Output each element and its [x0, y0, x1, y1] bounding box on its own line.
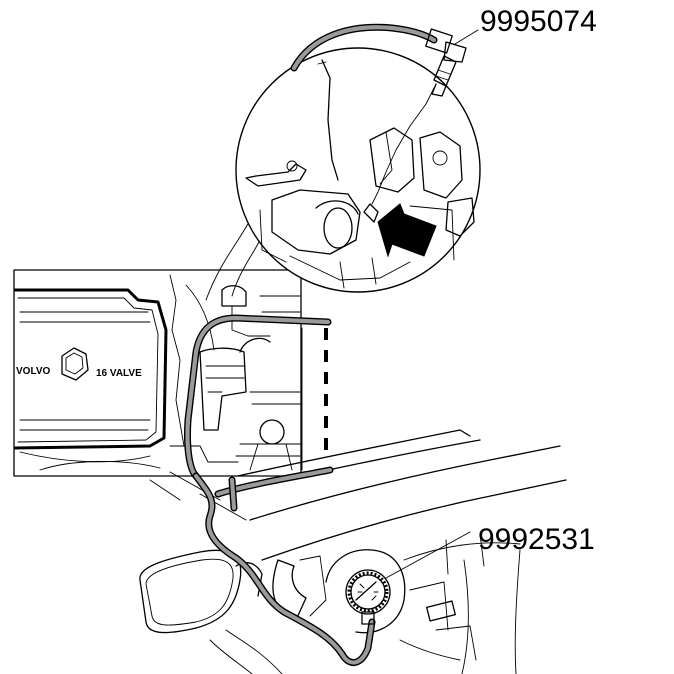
detail-magnifier	[235, 47, 481, 293]
label-9992531: 9992531	[478, 523, 595, 556]
dashboard-interior	[149, 429, 567, 674]
adapter-9995074	[290, 23, 479, 97]
test-hose	[192, 466, 376, 666]
cover-valve-text: 16 VALVE	[96, 368, 142, 379]
engine-bay-panel: VOLVO 16 VALVE	[13, 269, 332, 480]
oil-filler-cap	[61, 347, 89, 381]
pressure-gauge-9992531	[345, 531, 471, 625]
bonnet-seal-dashes	[301, 327, 328, 471]
label-9995074: 9995074	[480, 5, 597, 38]
cover-brand-text: VOLVO	[16, 366, 50, 377]
pointer-arrow	[377, 203, 437, 258]
callout-leader	[205, 219, 251, 301]
